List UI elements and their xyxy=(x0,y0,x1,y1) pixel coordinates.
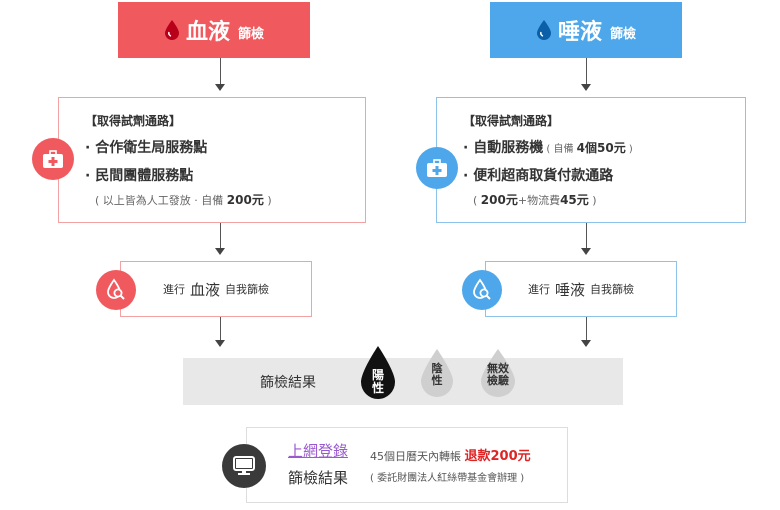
blood-channel-note: ( 以上皆為人工發放 · 自備 200元 ) xyxy=(95,193,272,207)
arrow-line xyxy=(220,223,221,249)
negative-drop-icon xyxy=(421,349,453,397)
drop-magnifier-icon xyxy=(462,270,502,310)
blood-drop-icon xyxy=(164,20,179,40)
saliva-channel-title: 【取得試劑通路】 xyxy=(463,114,560,128)
blood-header-title: 血液 xyxy=(185,20,230,45)
saliva-channel-item: · 便利超商取貨付款通路 xyxy=(463,168,614,184)
blood-self-test-box: 進行血液自我篩檢 xyxy=(120,261,312,317)
monitor-icon xyxy=(222,444,266,488)
refund-info: 45個日曆天內轉帳 退款200元 xyxy=(370,449,531,464)
arrow-line xyxy=(586,223,587,249)
medical-kit-icon xyxy=(416,147,458,189)
results-label: 篩檢結果 xyxy=(260,375,316,391)
blood-screening-header: 血液 篩檢 xyxy=(118,2,310,58)
invalid-drop-icon xyxy=(481,349,515,397)
blood-self-test-label: 血液 xyxy=(189,280,220,299)
positive-result-label: 陽性 xyxy=(371,368,384,395)
saliva-header-title: 唾液 xyxy=(557,20,602,45)
medical-kit-icon xyxy=(32,138,74,180)
arrow-head xyxy=(581,340,591,347)
saliva-drop-icon xyxy=(536,20,551,40)
refund-highlight: 退款200元 xyxy=(464,449,531,464)
blood-header-subtitle: 篩檢 xyxy=(238,26,265,42)
blood-channel-item: · 合作衛生局服務點 xyxy=(85,140,208,156)
invalid-result-label: 無效檢驗 xyxy=(487,362,509,387)
arrow-head xyxy=(581,84,591,91)
blood-channel-box: 【取得試劑通路】 · 合作衛生局服務點 · 民間團體服務點 ( 以上皆為人工發放… xyxy=(58,97,366,223)
drop-magnifier-icon xyxy=(96,270,136,310)
results-band xyxy=(183,358,623,405)
saliva-channel-note: ( 200元+物流費45元 ) xyxy=(473,193,597,207)
blood-channel-item: · 民間團體服務點 xyxy=(85,168,194,184)
arrow-line xyxy=(586,317,587,341)
arrow-head xyxy=(215,84,225,91)
arrow-head xyxy=(215,340,225,347)
blood-channel-title: 【取得試劑通路】 xyxy=(85,114,182,128)
arrow-line xyxy=(220,317,221,341)
arrow-head xyxy=(581,248,591,255)
saliva-self-test-box: 進行唾液自我篩檢 xyxy=(485,261,677,317)
arrow-line xyxy=(586,58,587,85)
arrow-head xyxy=(215,248,225,255)
register-results-box xyxy=(246,427,568,503)
arrow-line xyxy=(220,58,221,85)
saliva-channel-box: 【取得試劑通路】 · 自動服務機 ( 自備 4個50元 ) · 便利超商取貨付款… xyxy=(436,97,746,223)
negative-result-label: 陰性 xyxy=(431,362,443,387)
bottom-results-label: 篩檢結果 xyxy=(288,469,349,487)
online-register-link[interactable]: 上網登錄 xyxy=(288,442,349,460)
entrust-note: ( 委託財團法人紅絲帶基金會辦理 ) xyxy=(370,473,525,484)
saliva-header-subtitle: 篩檢 xyxy=(610,26,637,42)
positive-drop-icon xyxy=(361,346,395,399)
saliva-screening-header: 唾液 篩檢 xyxy=(490,2,682,58)
saliva-channel-item: · 自動服務機 ( 自備 4個50元 ) xyxy=(463,140,633,156)
saliva-self-test-label: 唾液 xyxy=(554,280,585,299)
